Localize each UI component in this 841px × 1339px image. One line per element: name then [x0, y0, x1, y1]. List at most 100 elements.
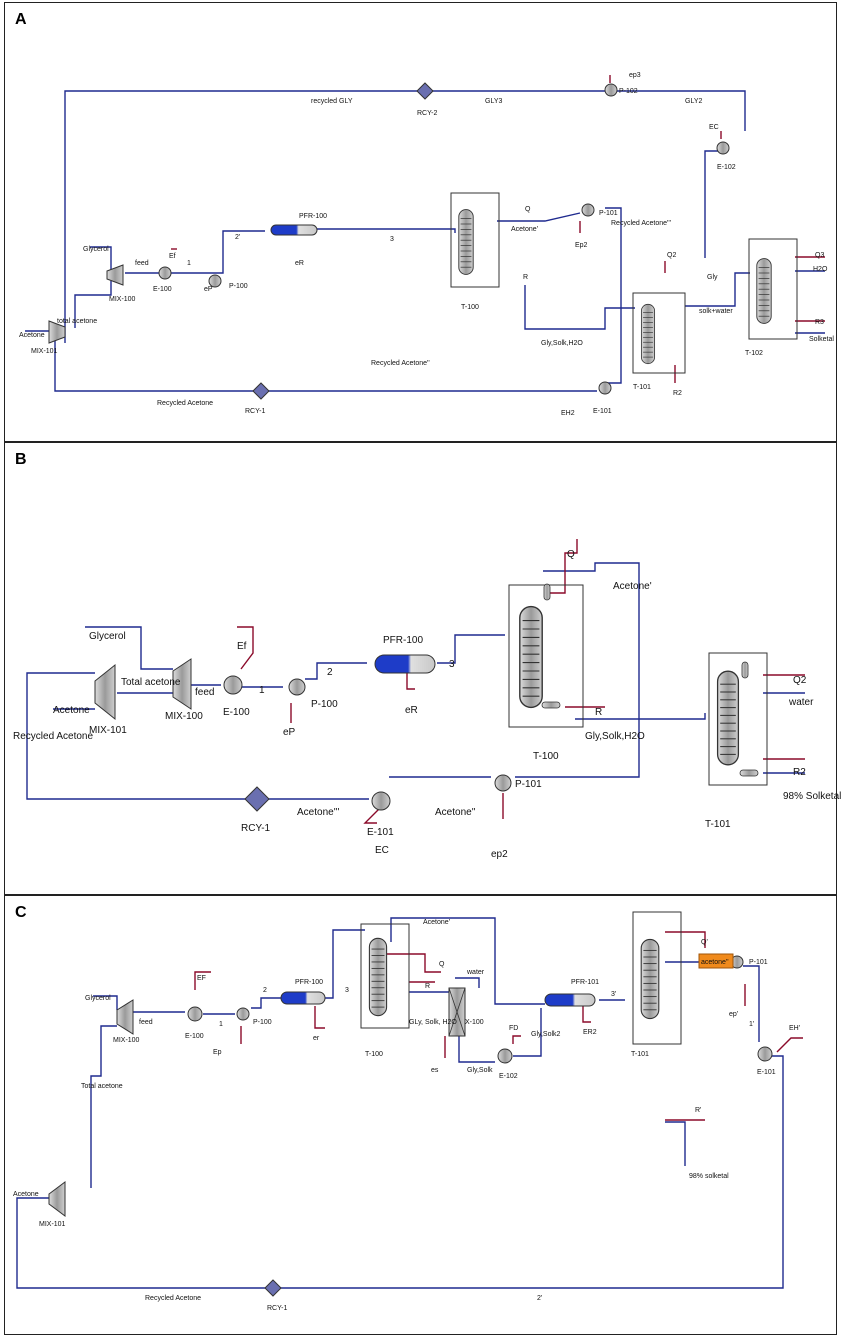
- mixer-mix101[interactable]: [48, 1181, 66, 1217]
- mixer-mix100[interactable]: [172, 658, 192, 710]
- pump-p101[interactable]: [581, 203, 595, 217]
- recycle-rcy1[interactable]: [264, 1279, 282, 1297]
- cooler-e101[interactable]: [371, 791, 391, 811]
- label-q: Q: [567, 549, 575, 560]
- label-glycerol: Glycerol: [83, 246, 109, 253]
- unit-t101: T-101: [705, 819, 731, 830]
- label-gly-solk-h2o: GLy, Solk, H2O: [409, 1019, 457, 1026]
- column-t100[interactable]: [458, 209, 474, 275]
- unit-t100: T-100: [461, 304, 479, 311]
- heater-e102[interactable]: [497, 1048, 513, 1064]
- column-t101-frame: [708, 652, 768, 786]
- unit-mix101: MIX-101: [39, 1221, 66, 1228]
- column-t101[interactable]: [640, 938, 660, 1020]
- label-total-acetone: Total acetone: [121, 677, 181, 688]
- column-t102[interactable]: [756, 258, 772, 324]
- label-q: Q: [525, 206, 531, 213]
- stream-solketal: [665, 1121, 686, 1166]
- label-r2: R2: [673, 390, 682, 397]
- reactor-pfr101[interactable]: [544, 993, 596, 1007]
- label-q-p: Q': [701, 939, 708, 946]
- reactor-pfr100[interactable]: [280, 991, 326, 1005]
- mixer-mix100[interactable]: [106, 264, 124, 286]
- heater-e100[interactable]: [187, 1006, 203, 1022]
- label-gly-solk2: Gly,Solk2: [531, 1031, 561, 1038]
- label-water: water: [466, 969, 485, 976]
- panel-label: B: [15, 451, 27, 468]
- stream-to-recycle: [16, 1055, 784, 1289]
- panel-label: A: [15, 11, 27, 28]
- reactor-pfr100[interactable]: [270, 224, 318, 236]
- mixer-mix101[interactable]: [48, 320, 66, 344]
- cooler-e101[interactable]: [598, 381, 612, 395]
- label-3: 3: [390, 236, 394, 243]
- recycle-rcy2[interactable]: [416, 82, 434, 100]
- label-glycerol: Glycerol: [85, 995, 111, 1002]
- energy-ec: [363, 808, 380, 824]
- label-r: R: [595, 707, 602, 718]
- label-acetone-pp: Acetone'': [435, 807, 476, 818]
- label-ec: EC: [375, 845, 389, 856]
- stream-total-acetone: [90, 1025, 117, 1188]
- unit-e100: E-100: [185, 1033, 204, 1040]
- pump-p100[interactable]: [288, 678, 306, 696]
- condenser-t101: [741, 661, 749, 679]
- cooler-e101[interactable]: [757, 1046, 773, 1062]
- label-gly-solk: Gly,Solk: [467, 1067, 493, 1074]
- column-t100[interactable]: [519, 605, 543, 709]
- column-t100[interactable]: [368, 937, 388, 1017]
- label-r: R: [523, 274, 528, 281]
- cooler-e102[interactable]: [716, 141, 730, 155]
- label-acetone-ppp: Acetone''': [297, 807, 340, 818]
- unit-mix101: MIX-101: [31, 348, 58, 355]
- label-feed: feed: [195, 687, 214, 698]
- stream-glycerol: [90, 246, 112, 273]
- panel-a: A: [4, 2, 837, 442]
- recycle-rcy1[interactable]: [252, 382, 270, 400]
- label-2: 2: [263, 987, 267, 994]
- unit-p101: P-101: [749, 959, 768, 966]
- label-ep-p: ep': [729, 1011, 738, 1018]
- flowsheet-a: recycled GLY GLY3 ep3 GLY2 EC Glycerol E…: [19, 72, 834, 417]
- label-feed: feed: [135, 260, 149, 267]
- label-q2: Q2: [667, 252, 676, 259]
- label-recycled-acetone: Recycled Acetone: [145, 1295, 201, 1302]
- column-t101-frame: [632, 911, 682, 1045]
- flowsheet-b: Q Acetone' Glycerol Ef 3 2 1 feed Total …: [13, 539, 841, 860]
- energy-q: [377, 953, 441, 973]
- pump-p102[interactable]: [604, 83, 618, 97]
- pump-p100[interactable]: [236, 1007, 250, 1021]
- stream-gly-column: [704, 150, 721, 258]
- label-3-p: 3': [611, 991, 616, 998]
- stream-acetone-p: [497, 212, 581, 222]
- column-t102-frame: [748, 238, 798, 340]
- label-solketal98: 98% solketal: [689, 1173, 729, 1180]
- heater-e100[interactable]: [223, 675, 243, 695]
- heater-e100[interactable]: [158, 266, 172, 280]
- unit-pfr100: PFR-100: [383, 635, 423, 646]
- label-acetone: Acetone: [19, 332, 45, 339]
- stream-solk-water: [685, 272, 750, 307]
- label-acetone-p: Acetone': [423, 919, 450, 926]
- label-r-p: R': [695, 1107, 701, 1114]
- unit-mix100: MIX-100: [165, 711, 203, 722]
- condenser-t100: [543, 583, 551, 601]
- stream-3: [437, 634, 505, 664]
- column-t101[interactable]: [716, 670, 740, 766]
- unit-p100: P-100: [253, 1019, 272, 1026]
- label-acetone-pp: acetone'': [701, 959, 729, 966]
- label-recycled-gly: recycled GLY: [311, 98, 353, 105]
- mixer-mix100[interactable]: [116, 999, 134, 1035]
- label-recycled-acetone: Recycled Acetone: [157, 400, 213, 407]
- unit-t101: T-101: [633, 384, 651, 391]
- reactor-pfr100[interactable]: [374, 654, 436, 674]
- pump-p101[interactable]: [494, 774, 512, 792]
- energy-er2: [582, 1006, 591, 1023]
- stream-water: [455, 977, 480, 988]
- stream-2: [305, 662, 367, 680]
- column-t101[interactable]: [640, 303, 656, 365]
- mixer-mix101[interactable]: [94, 663, 116, 721]
- recycle-rcy1[interactable]: [244, 786, 270, 812]
- pump-p100[interactable]: [208, 274, 222, 288]
- unit-x100: X-100: [465, 1019, 484, 1026]
